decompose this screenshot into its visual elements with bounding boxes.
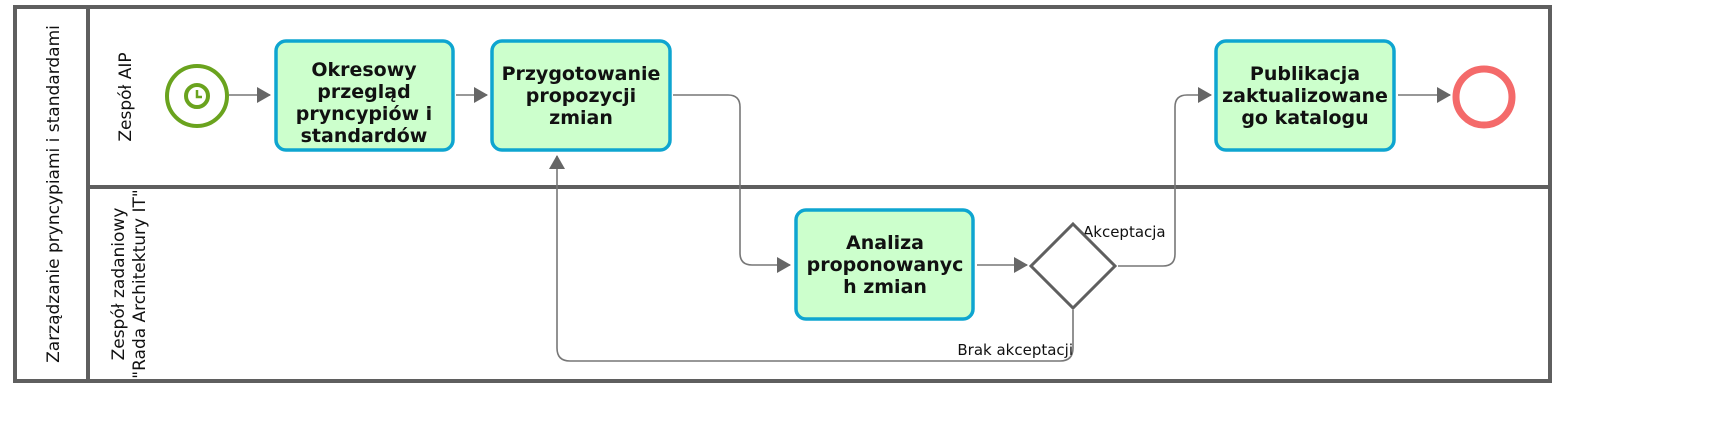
- lane-label-line-2: "Rada Architektury IT": [130, 189, 150, 378]
- exclusive-gateway[interactable]: [1028, 221, 1118, 311]
- task-label-line: przegląd: [317, 81, 410, 103]
- task-label-line: pryncypiów i: [296, 103, 432, 125]
- task-label-line: Okresowy: [311, 59, 417, 81]
- task-label-line: Publikacja: [1250, 63, 1360, 85]
- flow-gateway-reject[interactable]: [549, 155, 1074, 362]
- task-label-line: zmian: [549, 107, 613, 129]
- lane-label-line-1: Zespół zadaniowy: [109, 208, 129, 361]
- task-label-line: Przygotowanie: [502, 63, 661, 85]
- task-label-line: standardów: [301, 125, 428, 147]
- task-okresowy-przeglad[interactable]: Okresowy przegląd pryncypiów i standardó…: [274, 39, 455, 152]
- end-event[interactable]: [1452, 65, 1516, 129]
- lane-zespol-aip: Zespół AIP: [116, 52, 136, 141]
- clock-icon: [184, 83, 210, 109]
- task-label-line: propozycji: [526, 85, 636, 107]
- flow-gateway-accept[interactable]: [1118, 87, 1212, 267]
- task-publikacja-katalogu[interactable]: Publikacja zaktualizowane go katalogu: [1214, 39, 1396, 152]
- task-przygotowanie-propozycji[interactable]: Przygotowanie propozycji zmian: [490, 39, 672, 152]
- flow-label-accept: Akceptacja: [1083, 223, 1166, 241]
- task-label-line: proponowanyc: [807, 254, 964, 276]
- sequence-flows: Akceptacja Brak akceptacji: [229, 87, 1451, 362]
- task-label-line: h zmian: [843, 276, 927, 298]
- flow-label-reject: Brak akceptacji: [957, 341, 1073, 359]
- timer-start-event[interactable]: [165, 64, 229, 128]
- task-analiza-zmian[interactable]: Analiza proponowanyc h zmian: [794, 208, 975, 321]
- lane-label: Zespół AIP: [116, 52, 136, 141]
- task-label-line: Analiza: [846, 232, 924, 254]
- task-label-line: go katalogu: [1241, 107, 1368, 129]
- task-label-line: zaktualizowane: [1222, 85, 1388, 107]
- pool-label: Zarządzanie pryncypiami i standardami: [44, 25, 64, 363]
- flow-task2-to-task3[interactable]: [673, 94, 791, 273]
- lane-rada-architektury: Zespół zadaniowy "Rada Architektury IT": [109, 189, 150, 378]
